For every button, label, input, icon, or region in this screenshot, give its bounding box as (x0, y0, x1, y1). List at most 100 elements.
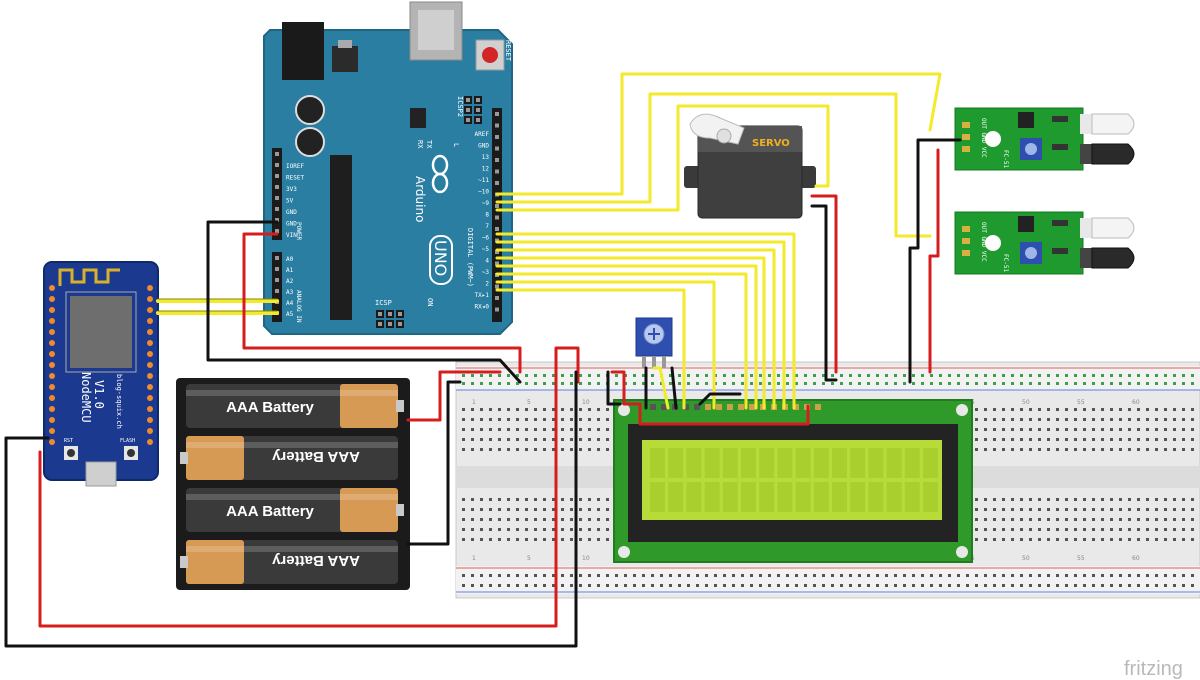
breadboard-hole (1038, 408, 1041, 411)
breadboard-hole (1029, 374, 1032, 377)
breadboard-hole (1182, 538, 1185, 541)
breadboard-hole (1092, 374, 1095, 377)
breadboard-hole (759, 574, 762, 577)
breadboard-hole (525, 382, 528, 385)
breadboard-hole (543, 538, 546, 541)
breadboard-hole (570, 518, 573, 521)
breadboard-hole (561, 428, 564, 431)
breadboard-hole (588, 418, 591, 421)
power-pin-label: GND (286, 209, 297, 216)
breadboard-hole (1110, 498, 1113, 501)
breadboard-hole (516, 498, 519, 501)
breadboard-hole (1002, 408, 1005, 411)
digital-pin-label: ~3 (482, 269, 490, 276)
header-pin (275, 196, 279, 200)
breadboard-hole (480, 518, 483, 521)
breadboard-hole (1011, 448, 1014, 451)
breadboard-hole (1155, 574, 1158, 577)
breadboard-hole (480, 428, 483, 431)
breadboard-hole (534, 382, 537, 385)
breadboard-hole (885, 382, 888, 385)
breadboard-hole (534, 438, 537, 441)
breadboard-hole (471, 382, 474, 385)
breadboard-hole (561, 574, 564, 577)
breadboard-hole (1002, 508, 1005, 511)
breadboard-hole (1155, 498, 1158, 501)
breadboard-hole (552, 574, 555, 577)
breadboard-hole (1128, 528, 1131, 531)
header-pin (275, 152, 279, 156)
ir-receiver-led (1091, 247, 1135, 269)
breadboard-hole (1191, 518, 1194, 521)
breadboard-hole (930, 574, 933, 577)
breadboard-hole (489, 418, 492, 421)
breadboard-hole (1101, 584, 1104, 587)
analog-header (272, 252, 282, 322)
breadboard-hole (624, 574, 627, 577)
breadboard-hole (588, 408, 591, 411)
breadboard-hole (1101, 438, 1104, 441)
breadboard-hole (480, 584, 483, 587)
digital-pin-label: 8 (485, 212, 489, 219)
battery-terminal (180, 556, 188, 568)
breadboard-hole (1074, 418, 1077, 421)
breadboard-hole (498, 508, 501, 511)
breadboard-hole (1074, 498, 1077, 501)
breadboard-hole (930, 374, 933, 377)
lcd-char-cell (777, 448, 793, 478)
breadboard-hole (570, 418, 573, 421)
digital-pin-label: GND (478, 143, 489, 150)
breadboard-hole (498, 428, 501, 431)
digital-pin-label: AREF (475, 131, 490, 138)
breadboard-hole (858, 374, 861, 377)
breadboard-hole (939, 374, 942, 377)
breadboard-hole (498, 418, 501, 421)
breadboard-hole (1074, 508, 1077, 511)
breadboard-hole (1137, 584, 1140, 587)
breadboard-hole (1083, 528, 1086, 531)
breadboard-hole (462, 528, 465, 531)
breadboard-hole (759, 382, 762, 385)
breadboard-hole (1092, 408, 1095, 411)
breadboard-hole (1056, 498, 1059, 501)
breadboard-hole (561, 418, 564, 421)
breadboard-hole (471, 418, 474, 421)
breadboard-hole (579, 528, 582, 531)
breadboard-hole (840, 374, 843, 377)
breadboard-hole (543, 428, 546, 431)
breadboard-hole (525, 374, 528, 377)
lcd-char-cell (668, 448, 684, 478)
breadboard-hole (633, 382, 636, 385)
breadboard-hole (1128, 518, 1131, 521)
header-pin (495, 169, 499, 174)
breadboard-hole (462, 428, 465, 431)
breadboard-hole (1119, 574, 1122, 577)
battery-terminal (396, 504, 404, 516)
breadboard-hole (1128, 538, 1131, 541)
breadboard-hole (804, 574, 807, 577)
breadboard-hole (849, 584, 852, 587)
breadboard-hole (489, 428, 492, 431)
lcd-header-pin (661, 404, 667, 410)
breadboard-hole (885, 574, 888, 577)
breadboard-hole (1128, 498, 1131, 501)
breadboard-hole (1011, 528, 1014, 531)
breadboard-hole (498, 498, 501, 501)
breadboard-hole (912, 382, 915, 385)
breadboard-hole (930, 382, 933, 385)
breadboard-hole (525, 498, 528, 501)
nodemcu-pin (49, 428, 55, 434)
breadboard-hole (1002, 498, 1005, 501)
breadboard-hole (534, 448, 537, 451)
breadboard-hole (1128, 374, 1131, 377)
breadboard-hole (1110, 518, 1113, 521)
breadboard-hole (984, 448, 987, 451)
breadboard-hole (1191, 508, 1194, 511)
breadboard-hole (1074, 518, 1077, 521)
nodemcu-pin (147, 285, 153, 291)
breadboard-hole (1173, 518, 1176, 521)
breadboard-hole (669, 584, 672, 587)
breadboard-hole (921, 382, 924, 385)
breadboard-hole (786, 584, 789, 587)
